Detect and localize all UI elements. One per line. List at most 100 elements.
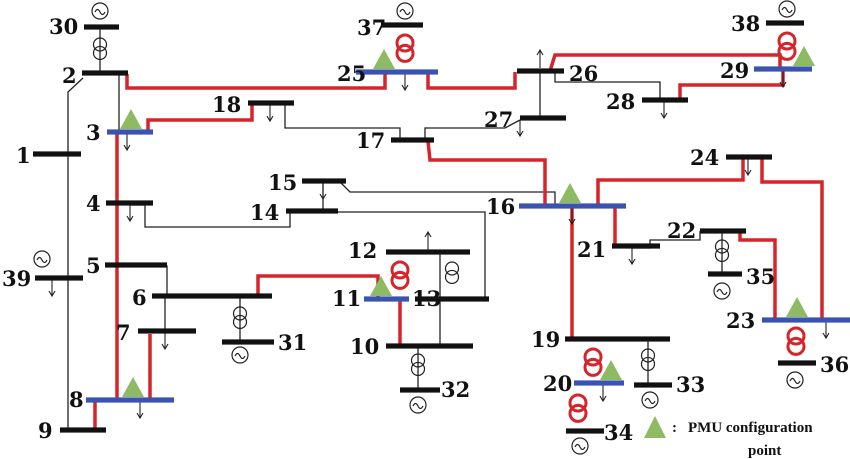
pmu-observed-lines xyxy=(93,53,824,430)
bus-label-24: 24 xyxy=(690,145,719,170)
generator-32-icon xyxy=(409,396,427,414)
bus-labels: 1 2 3 4 5 6 7 8 9 10 11 12 13 14 15 16 1… xyxy=(2,11,849,445)
bus-bar-36 xyxy=(778,360,816,366)
bus-bar-34 xyxy=(566,428,604,434)
bus-bar-14 xyxy=(286,208,338,214)
bus-bar-35 xyxy=(708,271,742,277)
load-arrows xyxy=(48,48,830,420)
pmu-marker-bus-11 xyxy=(370,276,392,296)
bus-bar-16 xyxy=(519,203,626,209)
bus-bar-29 xyxy=(754,66,812,72)
pmu-marker-bus-8 xyxy=(122,377,144,397)
load-arrow-25-icon xyxy=(401,74,409,92)
red-line-2-25 xyxy=(125,73,387,90)
bus-label-30: 30 xyxy=(49,14,78,39)
bus-bar-15 xyxy=(302,178,346,184)
bus-label-36: 36 xyxy=(820,352,849,377)
bus-label-11: 11 xyxy=(332,286,361,311)
bus-label-21: 21 xyxy=(577,237,606,262)
bus-bar-33 xyxy=(634,382,672,388)
bus-label-9: 9 xyxy=(38,418,53,443)
load-arrow-28-icon xyxy=(660,102,668,120)
bus-label-20: 20 xyxy=(543,371,572,396)
bus-label-16: 16 xyxy=(486,194,515,219)
load-arrow-4-icon xyxy=(126,205,134,223)
load-arrow-21-icon xyxy=(628,248,636,266)
line-15-16 xyxy=(339,181,556,206)
generator-34-icon xyxy=(571,437,589,455)
bus-label-33: 33 xyxy=(676,372,705,397)
generator-37-icon xyxy=(396,2,414,20)
load-arrow-29-icon xyxy=(779,71,787,89)
bus-label-12: 12 xyxy=(348,238,377,263)
transformer-30-icon xyxy=(92,37,108,61)
generator-33-icon xyxy=(641,391,659,409)
transformer-35-icon xyxy=(714,239,730,263)
bus-label-10: 10 xyxy=(350,334,379,359)
generator-36-icon xyxy=(786,371,804,389)
bus-label-31: 31 xyxy=(278,330,307,355)
bus-label-26: 26 xyxy=(569,61,598,86)
bus-label-17: 17 xyxy=(356,128,385,153)
line-2-1-39-9 xyxy=(67,77,84,428)
bus-label-34: 34 xyxy=(604,420,633,445)
bus-bar-6 xyxy=(152,293,272,299)
bus-bar-19 xyxy=(565,336,670,342)
legend-separator: : xyxy=(672,420,677,436)
load-arrow-26-icon xyxy=(536,48,544,68)
pmu-marker-bus-23 xyxy=(786,297,808,317)
generators xyxy=(33,0,804,455)
bus-bar-4 xyxy=(106,200,153,206)
generator-30-icon xyxy=(91,2,109,20)
generator-38-icon xyxy=(778,0,796,18)
red-line-22-23 xyxy=(738,232,777,320)
bus-bar-32 xyxy=(400,387,440,393)
bus-label-19: 19 xyxy=(531,327,560,352)
bus-label-13: 13 xyxy=(412,286,441,311)
bus-label-1: 1 xyxy=(16,143,31,168)
transformer-37-icon xyxy=(395,33,415,63)
bus-label-18: 18 xyxy=(212,92,241,117)
bus-label-38: 38 xyxy=(731,11,760,36)
transformers xyxy=(92,31,806,423)
bus-bar-21 xyxy=(612,243,660,249)
bus-label-29: 29 xyxy=(720,58,749,83)
bus-bar-10 xyxy=(386,343,473,349)
bus-label-8: 8 xyxy=(69,387,84,412)
bus-label-5: 5 xyxy=(86,253,101,278)
line-14-13 xyxy=(335,211,486,298)
pmu-marker-bus-16 xyxy=(559,183,581,203)
bus-bar-2 xyxy=(82,70,128,76)
bus-bar-24 xyxy=(726,154,772,160)
bus-bar-3 xyxy=(107,129,153,135)
bus-bar-30 xyxy=(84,24,119,30)
generator-39-icon xyxy=(33,250,51,268)
transformer-38-icon xyxy=(777,31,797,61)
legend: : PMU configuration point xyxy=(644,416,813,459)
bus-bar-18 xyxy=(248,100,294,106)
red-line-3-18 xyxy=(146,104,254,132)
transformer-33-icon xyxy=(640,348,656,372)
bus-bar-38 xyxy=(766,20,804,26)
load-arrow-20-icon xyxy=(599,385,607,403)
bus-bar-11 xyxy=(364,296,409,302)
legend-triangle-icon xyxy=(644,416,666,438)
transformer-10-32-icon xyxy=(410,353,426,377)
bus-bar-1 xyxy=(33,151,81,157)
bus-bar-17 xyxy=(391,137,434,143)
bus-label-6: 6 xyxy=(132,285,147,310)
transformer-13-icon xyxy=(444,261,460,285)
bus-label-23: 23 xyxy=(726,308,755,333)
bus-bar-20 xyxy=(574,380,624,386)
bus-bar-26 xyxy=(517,68,564,74)
bus-label-27: 27 xyxy=(484,107,513,132)
bus-label-14: 14 xyxy=(250,200,279,225)
transformer-20-19-icon xyxy=(583,347,603,377)
pmu-marker-bus-29 xyxy=(793,46,815,66)
bus-bar-7 xyxy=(138,328,196,334)
bus-bar-27 xyxy=(520,115,566,121)
bus-label-2: 2 xyxy=(62,63,77,88)
transformer-12-11-icon xyxy=(390,260,410,290)
bus-label-39: 39 xyxy=(2,266,31,291)
bus-bar-28 xyxy=(642,97,688,103)
